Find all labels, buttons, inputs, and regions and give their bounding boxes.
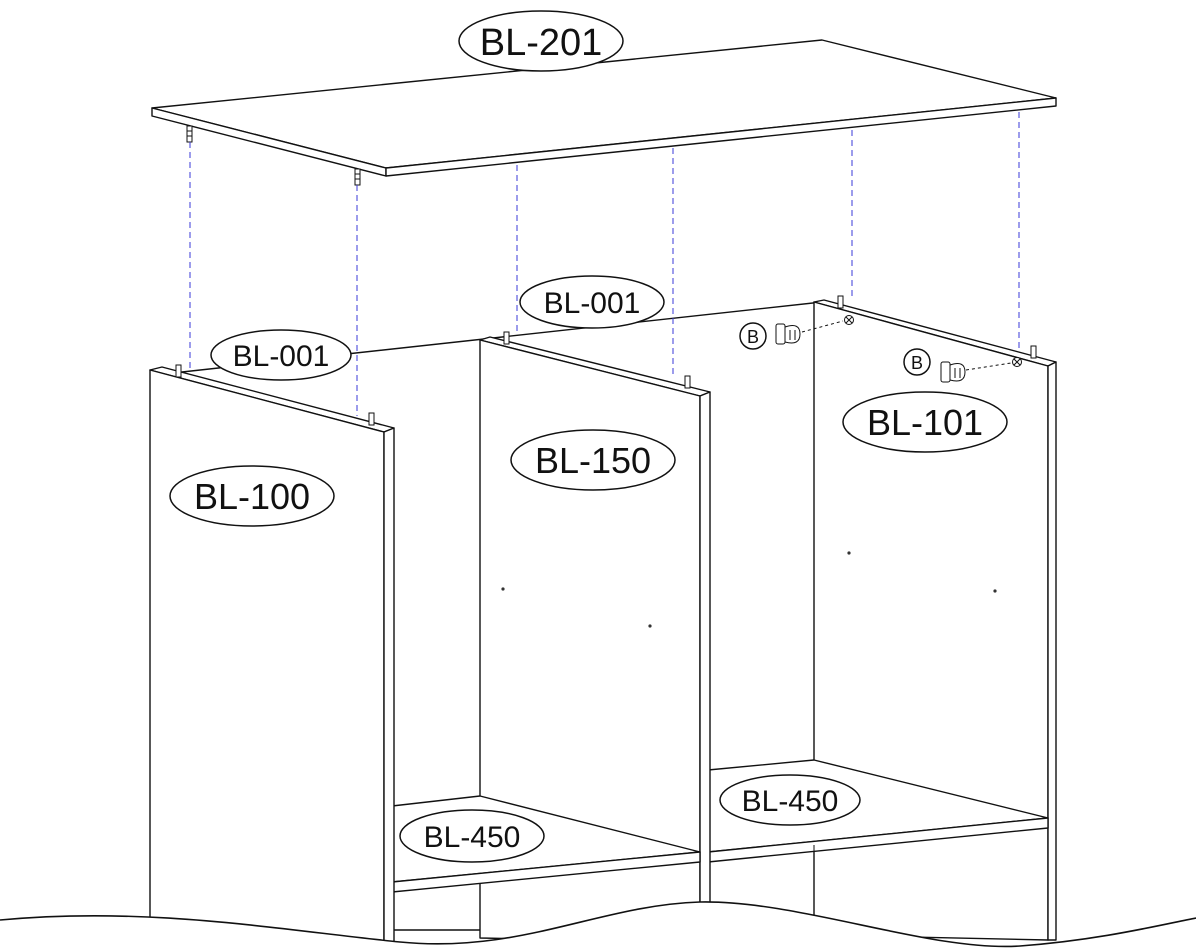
assembly-guide-lines	[189, 112, 1020, 416]
back-panel-right-label: BL-001	[544, 287, 641, 320]
label-left-side-panel: BL-100	[169, 465, 335, 527]
fitting-label-lower: B	[911, 353, 923, 373]
label-shelf-right: BL-450	[719, 774, 861, 826]
panel-dowels	[175, 295, 1037, 426]
cam-lock-icon	[775, 323, 801, 345]
back-panel-left-label: BL-001	[233, 340, 330, 373]
top-panel-label: BL-201	[480, 22, 603, 64]
middle-panel	[479, 336, 711, 943]
top-panel	[151, 39, 1057, 177]
middle-panel-label: BL-150	[535, 440, 651, 481]
left-side-panel-label: BL-100	[194, 476, 310, 517]
label-middle-panel: BL-150	[510, 429, 676, 491]
left-side-panel	[149, 366, 395, 943]
right-side-panel-label: BL-101	[867, 402, 983, 443]
fitting-upper: B	[739, 320, 844, 350]
cam-holes	[844, 315, 1022, 367]
label-right-side-panel: BL-101	[842, 391, 1008, 453]
label-shelf-left: BL-450	[399, 809, 545, 863]
shelf-left-label: BL-450	[424, 821, 521, 854]
fitting-lower: B	[903, 348, 1012, 383]
label-top-panel: BL-201	[458, 10, 624, 72]
shelf-right-label: BL-450	[742, 785, 839, 818]
break-line	[0, 901, 1196, 952]
cam-lock-icon	[940, 361, 966, 383]
fitting-label-upper: B	[747, 327, 759, 347]
label-back-panel-right: BL-001	[519, 275, 665, 329]
label-back-panel-left: BL-001	[210, 329, 352, 381]
